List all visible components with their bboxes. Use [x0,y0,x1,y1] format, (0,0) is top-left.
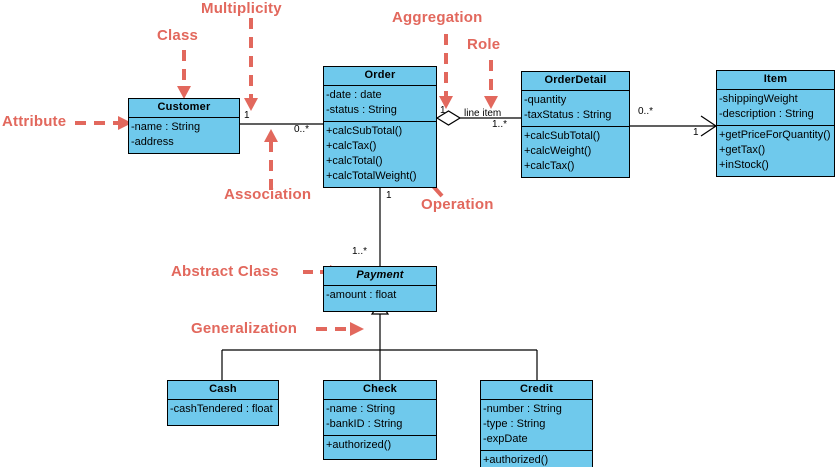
operation-row: +getTax() [719,144,766,156]
item-open-arrowhead [700,115,718,137]
annotation-attribute: Attribute [2,113,67,130]
class-box-check[interactable]: Check -name : String -bankID : String +a… [323,380,437,460]
class-title-order: Order [324,67,436,86]
class-operations-check: +authorized() [324,436,436,459]
operation-row: +getPriceForQuantity() [719,129,831,141]
annotation-generalization: Generalization [191,320,298,337]
class-box-item[interactable]: Item -shippingWeight -description : Stri… [716,70,835,177]
annotation-association: Association [224,186,312,203]
attribute-row: -amount : float [326,289,397,301]
annotation-arrow-multiplicity [244,18,258,111]
class-title-credit: Credit [481,381,592,400]
multiplicity-order-aggregation-side: 1 [440,105,446,116]
class-attributes-credit: -number : String -type : String -expDate [481,400,592,451]
operation-row: +calcSubTotal() [326,125,403,137]
class-box-orderdetail[interactable]: OrderDetail -quantity -taxStatus : Strin… [521,71,630,178]
class-box-payment[interactable]: Payment -amount : float [323,266,437,312]
attribute-row: -expDate [483,433,528,445]
class-attributes-check: -name : String -bankID : String [324,400,436,436]
operation-row: +calcTax() [524,160,575,172]
attribute-row: -shippingWeight [719,93,798,105]
multiplicity-orderdetail-aggregation-side: 1..* [492,119,508,130]
class-operations-item: +getPriceForQuantity() +getTax() +inStoc… [717,126,834,176]
operation-row: +calcTotalWeight() [326,170,417,182]
annotation-arrow-aggregation [439,34,453,109]
attribute-row: -taxStatus : String [524,109,612,121]
annotation-arrow-class [177,50,191,99]
annotation-class: Class [157,27,199,44]
multiplicity-orderdetail-item-side: 0..* [638,106,654,117]
attribute-row: -cashTendered : float [170,403,273,415]
class-box-credit[interactable]: Credit -number : String -type : String -… [480,380,593,467]
class-box-customer[interactable]: Customer -name : String -address [128,98,240,154]
annotation-arrow-role [484,60,498,109]
attribute-row: -name : String [326,403,396,415]
class-title-orderdetail: OrderDetail [522,72,629,91]
class-attributes-payment: -amount : float [324,286,436,311]
operation-row: +calcTotal() [326,155,383,167]
attribute-row: -address [131,136,174,148]
attribute-row: -description : String [719,108,814,120]
class-operations-orderdetail: +calcSubTotal() +calcWeight() +calcTax() [522,127,629,177]
multiplicity-item-side: 1 [693,127,699,138]
attribute-row: -status : String [326,104,397,116]
annotation-arrow-generalization [316,322,364,336]
attribute-row: -name : String [131,121,201,133]
class-title-payment: Payment [324,267,436,286]
annotation-aggregation: Aggregation [392,9,483,26]
class-title-cash: Cash [168,381,278,400]
class-attributes-customer: -name : String -address [129,118,239,153]
attribute-row: -number : String [483,403,562,415]
class-operations-order: +calcSubTotal() +calcTax() +calcTotal() … [324,122,436,187]
class-title-customer: Customer [129,99,239,118]
class-attributes-cash: -cashTendered : float [168,400,278,425]
class-attributes-item: -shippingWeight -description : String [717,90,834,126]
annotation-abstract-class: Abstract Class [171,263,279,280]
annotation-arrow-attribute [75,116,132,130]
operation-row: +calcWeight() [524,145,592,157]
class-box-order[interactable]: Order -date : date -status : String +cal… [323,66,437,188]
annotation-role: Role [467,36,501,53]
multiplicity-order-payment-top: 1 [386,190,392,201]
operation-row: +calcTax() [326,140,377,152]
multiplicity-order-payment-bottom: 1..* [352,246,368,257]
operation-row: +authorized() [483,454,549,466]
operation-row: +inStock() [719,159,769,171]
class-operations-credit: +authorized() [481,451,592,467]
annotation-arrow-association [264,129,278,190]
annotation-operation: Operation [421,196,494,213]
attribute-row: -bankID : String [326,418,403,430]
annotation-multiplicity: Multiplicity [201,0,282,17]
operation-row: +authorized() [326,439,392,451]
attribute-row: -quantity [524,94,567,106]
role-label-line-item: line item [464,108,502,119]
attribute-row: -type : String [483,418,546,430]
attribute-row: -date : date [326,89,382,101]
class-title-check: Check [324,381,436,400]
class-title-item: Item [717,71,834,90]
class-attributes-orderdetail: -quantity -taxStatus : String [522,91,629,127]
class-box-cash[interactable]: Cash -cashTendered : float [167,380,279,426]
multiplicity-order-side: 0..* [294,124,310,135]
class-attributes-order: -date : date -status : String [324,86,436,122]
operation-row: +calcSubTotal() [524,130,601,142]
multiplicity-customer-side: 1 [244,110,250,121]
